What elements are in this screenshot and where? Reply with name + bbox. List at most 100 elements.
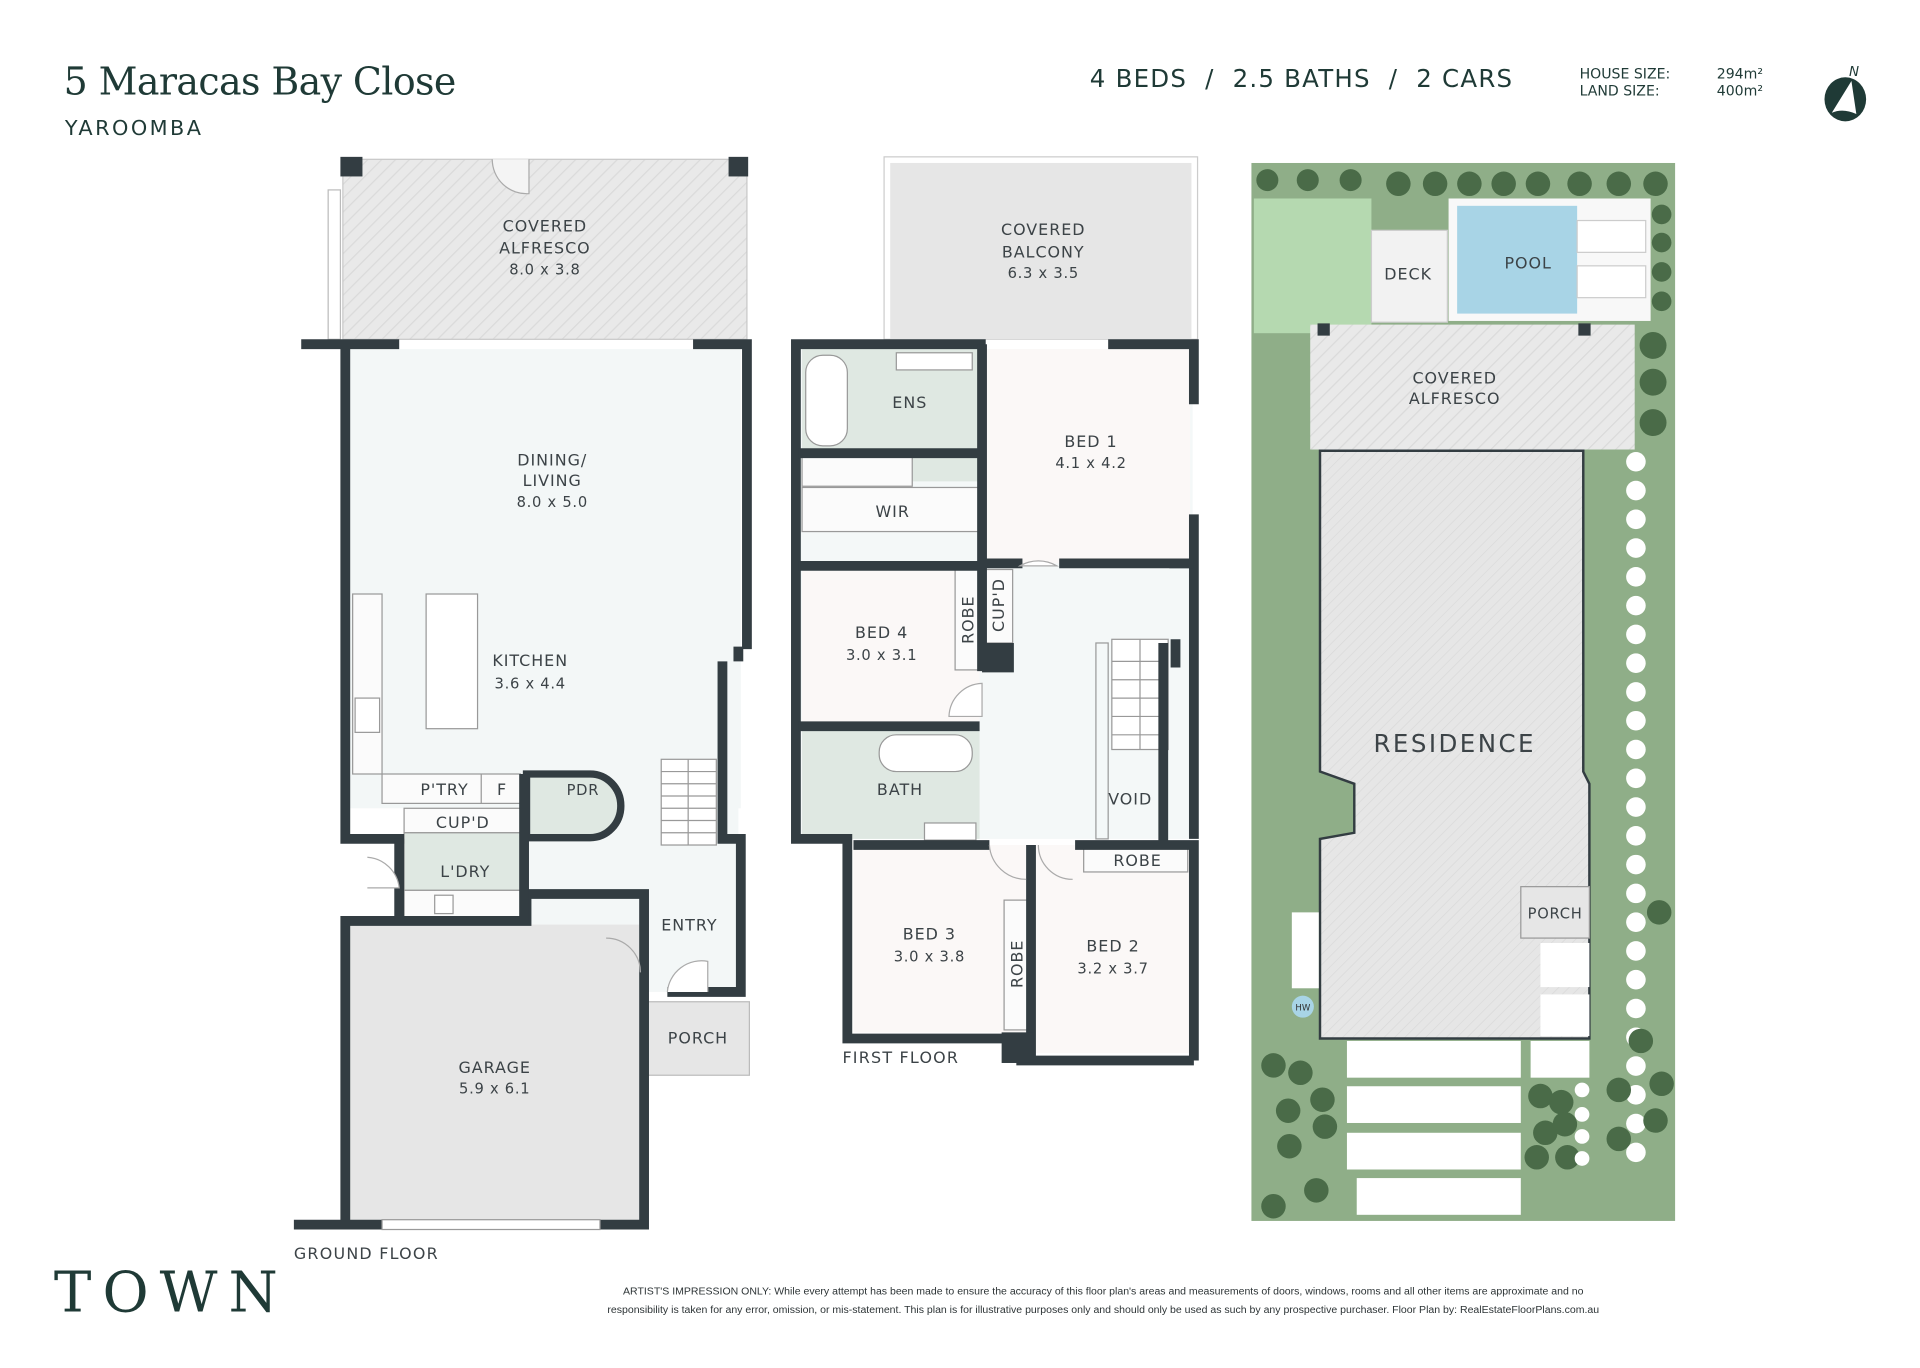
tree-icon	[1606, 1126, 1632, 1152]
tree-icon	[1288, 1060, 1313, 1086]
bed-2-dimensions: 3.2 x 3.7	[1077, 961, 1148, 978]
porch-label: PORCH	[668, 1028, 728, 1047]
laundry-label: L'DRY	[440, 862, 490, 881]
garden-stone	[1626, 653, 1646, 673]
tree-icon	[1533, 1120, 1558, 1146]
ground-floor-label: GROUND FLOOR	[294, 1244, 439, 1263]
residence-label: RESIDENCE	[1373, 729, 1535, 758]
pdr-label: PDR	[567, 782, 600, 799]
void-label: VOID	[1108, 790, 1152, 809]
header: 5 Maracas Bay Close YAROOMBA 4 BEDS / 2.…	[64, 59, 1867, 140]
garden-stone	[1626, 739, 1646, 760]
tree-icon	[1628, 1028, 1654, 1054]
bed-1-label: BED 1	[1064, 432, 1117, 451]
garden-stone	[1626, 912, 1646, 932]
garden-stone	[1626, 768, 1646, 789]
garden-stone	[1626, 969, 1646, 990]
ground-floor-plan: COVERED ALFRESCO 8.0 x 3.8 DINING/ LIVIN…	[293, 156, 752, 1263]
bed-2-label: BED 2	[1086, 937, 1139, 956]
garden-stone	[1574, 1082, 1590, 1098]
hot-water-icon	[1291, 995, 1314, 1018]
garden-stone	[1626, 941, 1646, 961]
town-logo: TOWN	[54, 1261, 289, 1326]
garden-stone	[1626, 509, 1646, 530]
tree-icon	[1651, 232, 1672, 253]
disclaimer-line-1: ARTIST'S IMPRESSION ONLY: While every at…	[623, 1285, 1584, 1297]
bed-3-label: BED 3	[903, 924, 956, 943]
tree-icon	[1555, 1145, 1580, 1170]
tree-icon	[1457, 171, 1482, 197]
garden-stone	[1626, 595, 1646, 616]
fridge-label: F	[497, 780, 507, 799]
garden-stone	[1626, 624, 1646, 645]
cupd-label: CUP'D	[989, 578, 1008, 632]
land-size-value: 400m²	[1717, 84, 1763, 100]
tree-icon	[1649, 1071, 1674, 1097]
covered-alfresco	[342, 158, 748, 340]
site-alfresco-label-2: ALFRESCO	[1409, 389, 1501, 408]
garden-stone	[1626, 883, 1646, 904]
alfresco-dimensions: 8.0 x 3.8	[509, 261, 580, 278]
ensuite-label: ENS	[892, 393, 927, 412]
land-size-label: LAND SIZE:	[1580, 84, 1660, 100]
garden-stone	[1626, 567, 1646, 587]
property-suburb: YAROOMBA	[64, 116, 204, 140]
garden-stone	[1626, 710, 1646, 731]
tree-icon	[1275, 1098, 1301, 1123]
bed-2-robe-label: ROBE	[1113, 851, 1161, 870]
bed-1-dimensions: 4.1 x 4.2	[1055, 455, 1126, 472]
north-arrow-icon: N	[1824, 65, 1867, 122]
balcony-dimensions: 6.3 x 3.5	[1008, 265, 1079, 282]
cupd-label: CUP'D	[436, 813, 490, 832]
driveway-pavers	[1346, 942, 1590, 1215]
bath-label: BATH	[877, 780, 923, 799]
covered-balcony	[890, 162, 1192, 340]
garden-stone	[1574, 1107, 1590, 1122]
tree-icon	[1422, 171, 1448, 197]
site-porch-label: PORCH	[1528, 905, 1583, 922]
tree-icon	[1639, 331, 1667, 359]
bed-3-dimensions: 3.0 x 3.8	[894, 948, 965, 965]
living-label: LIVING	[523, 471, 582, 490]
garden-stone	[1626, 682, 1646, 702]
garden-stone	[1626, 1113, 1646, 1134]
site-alfresco-label: COVERED	[1412, 368, 1497, 387]
garden-stone	[1574, 1129, 1590, 1144]
garage-dimensions: 5.9 x 6.1	[459, 1081, 530, 1098]
tree-icon	[1646, 900, 1672, 925]
garden-stone	[1626, 480, 1646, 501]
tree-icon	[1643, 171, 1668, 197]
tree-icon	[1261, 1053, 1286, 1078]
deck-label: DECK	[1384, 264, 1432, 283]
garden-stone	[1626, 797, 1646, 817]
first-floor-label: FIRST FLOOR	[842, 1048, 959, 1067]
trees	[1256, 169, 1674, 1219]
tree-icon	[1386, 171, 1411, 197]
tree-icon	[1651, 291, 1672, 312]
tree-icon	[1528, 1083, 1553, 1109]
kitchen-dimensions: 3.6 x 4.4	[495, 675, 566, 692]
tree-icon	[1277, 1134, 1302, 1159]
garage	[348, 924, 640, 1223]
bed-4-label: BED 4	[855, 623, 908, 642]
tree-icon	[1606, 1077, 1632, 1103]
garden-stone	[1574, 1151, 1590, 1166]
kitchen-label: KITCHEN	[492, 651, 568, 670]
balcony-label: COVERED	[1001, 220, 1086, 239]
balcony-label-2: BALCONY	[1002, 242, 1085, 261]
tree-icon	[1651, 262, 1672, 282]
alfresco-label: COVERED	[503, 217, 588, 236]
bed-4-dimensions: 3.0 x 3.1	[846, 647, 917, 664]
property-stats: 4 BEDS / 2.5 BATHS / 2 CARS	[1090, 64, 1514, 93]
site-plan: DECK POOL COVERED ALFRESCO RESIDENCE POR…	[1251, 162, 1676, 1221]
tree-icon	[1310, 1087, 1335, 1112]
dining-dimensions: 8.0 x 5.0	[517, 494, 588, 511]
bed-1	[985, 349, 1191, 564]
tree-icon	[1567, 171, 1592, 197]
garden-stone	[1626, 538, 1646, 558]
deck	[1370, 229, 1448, 323]
pantry-label: P'TRY	[420, 780, 468, 799]
tree-icon	[1548, 1089, 1574, 1115]
porch	[645, 1001, 750, 1076]
